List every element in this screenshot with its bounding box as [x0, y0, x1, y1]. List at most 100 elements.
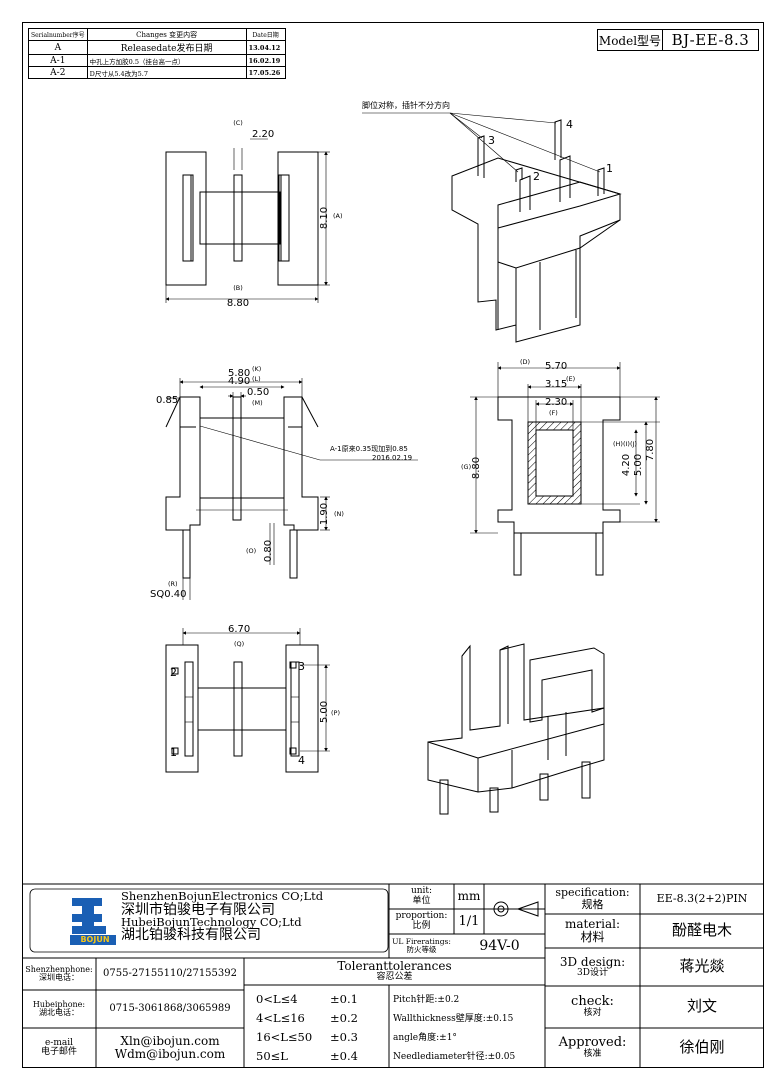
dim-c-label: (C): [233, 119, 243, 127]
approved-label: Approved:: [558, 1035, 627, 1051]
revision-note-line1: A-1原来0.35现加到0.85: [330, 444, 408, 453]
proportion-label: proportion:: [395, 911, 448, 922]
spec-label-cell: specification: 规格: [545, 884, 640, 914]
tolerance-title: Toleranttolerances: [337, 959, 452, 974]
dim-e-value: 3.15: [545, 379, 567, 390]
sz-phone-label-cell: Shenzhenphone: 深圳电话：: [22, 958, 96, 990]
dim-i-value: 5.00: [633, 454, 644, 476]
dim-p-label: (P): [331, 709, 340, 717]
proportion-label-cell: proportion: 比例: [389, 909, 454, 934]
dim-l-value: 4.90: [228, 376, 250, 387]
dim-n-value: 1.90: [319, 503, 330, 525]
fire-value: 94V-0: [479, 937, 520, 954]
tolerance-wall: Wallthickness壁厚度:±0.15: [393, 1014, 514, 1024]
drawing-area: (C) 2.20 8.10 (A) (B) 8.80 脚位对称，插针不分方向 1…: [150, 100, 660, 815]
proportion-label-cn: 比例: [412, 920, 431, 931]
material-label-cell: material: 材料: [545, 914, 640, 948]
dim-a-label: (A): [333, 212, 343, 220]
dim-b-label: (B): [233, 284, 243, 292]
check-label: check:: [571, 994, 614, 1010]
dim-k-value: 5.80: [228, 368, 250, 379]
isometric-view-bottom: [427, 643, 605, 815]
dim-o-value: 0.80: [263, 540, 274, 562]
unit-label: unit:: [410, 886, 433, 897]
company-block: ShenzhenBojunElectronics CO;Ltd 深圳市铂骏电子有…: [121, 889, 324, 943]
bottom-pin-3: 3: [298, 660, 305, 673]
email-label-cn: 电子邮件: [40, 1047, 77, 1057]
section-view: [470, 362, 660, 576]
email-2[interactable]: Wdm@ibojun.com: [114, 1047, 226, 1061]
fire-label: UL Fireratings:: [392, 937, 451, 947]
approved-label-cell: Approved: 核准: [545, 1028, 640, 1068]
dim-f-value: 2.30: [545, 397, 567, 408]
tolerance-ranges: 0<L≤4 4<L≤16 16<L≤50 50≤L: [256, 990, 312, 1066]
sz-phone-label: Shenzhenphone:: [25, 964, 93, 974]
top-view: [165, 138, 330, 303]
material-value: 酚醛电木: [671, 921, 732, 940]
spec-label-cn: 规格: [581, 898, 604, 911]
tolerance-needle: Needlediameter针径:±0.05: [393, 1052, 516, 1062]
dim-e-label: (E): [566, 375, 575, 383]
email-cell: Xln@ibojun.com Wdm@ibojun.com: [96, 1028, 244, 1068]
design-label: 3D design:: [559, 954, 626, 969]
bottom-pin-2: 2: [170, 666, 177, 679]
check-label-cell: check: 核对: [545, 986, 640, 1028]
material-label-cn: 材料: [580, 930, 605, 944]
hb-phone-label-cn: 湖北电话：: [39, 1008, 79, 1017]
dim-left-value: 0.85: [156, 395, 178, 406]
tolerance-range: 0<L≤4: [256, 992, 298, 1006]
tolerance-value: ±0.3: [330, 1030, 358, 1044]
dim-m-value: 0.50: [247, 387, 269, 398]
approved-value: 徐伯刚: [679, 1038, 725, 1057]
pin-note: 脚位对称，插针不分方向: [362, 100, 450, 110]
design-value: 蒋光燚: [679, 957, 725, 976]
check-label-cn: 核对: [583, 1008, 602, 1019]
tolerance-range: 50≤L: [256, 1049, 288, 1063]
logo-text: BOJUN: [80, 935, 110, 944]
revision-row: A-2 D尺寸从5.4改为5.7 17.05.26: [28, 66, 286, 79]
hb-phone-label: Hubeiphone:: [32, 999, 86, 1009]
dim-g-label: (G): [461, 463, 471, 471]
pin-label-4: 4: [566, 118, 573, 131]
company-en-2: HubeiBojunTechnology CO;Ltd: [121, 914, 302, 929]
company-en-1: ShenzhenBojunElectronics CO;Ltd: [121, 889, 324, 903]
revision-row: A Releasedate发布日期 13.04.12: [28, 40, 286, 55]
spec-value: EE-8.3(2+2)PIN: [656, 892, 748, 906]
tolerance-range: 4<L≤16: [256, 1011, 305, 1025]
proportion-value: 1/1: [458, 913, 480, 929]
dim-p-value: 5.00: [319, 701, 330, 723]
tolerance-range: 16<L≤50: [256, 1030, 313, 1044]
dim-l-label: (L): [252, 375, 261, 383]
design-label-cell: 3D design: 3D设计: [545, 948, 640, 986]
fire-label-cn: 防火等级: [406, 945, 437, 954]
model-value: BJ-EE-8.3: [671, 31, 750, 49]
model-label: Model型号: [598, 30, 663, 50]
dim-q-label: (Q): [234, 640, 244, 648]
email-label-cell: e-mail 电子邮件: [22, 1028, 96, 1068]
dim-r-label: (R): [168, 580, 178, 588]
pin-label-3: 3: [488, 134, 495, 147]
dim-a-value: 8.10: [319, 207, 330, 229]
dim-j-value: 7.80: [645, 439, 656, 461]
pin-label-2: 2: [533, 170, 540, 183]
dim-b-value: 8.80: [227, 298, 249, 309]
unit-label-cn: 单位: [412, 895, 431, 906]
tolerance-notes: Pitch针距:±0.2 Wallthickness壁厚度:±0.15 angl…: [393, 991, 515, 1067]
model-box: Model型号 BJ-EE-8.3: [597, 29, 759, 51]
design-label-cn: 3D设计: [577, 967, 608, 978]
dim-hij-label: (H)(I)(J): [613, 440, 637, 448]
revision-note-line2: 2016.02.19: [372, 454, 412, 462]
dim-k-label: (K): [252, 365, 261, 373]
company-cn-2: 湖北铂骏科技有限公司: [121, 927, 261, 943]
dimension-labels: (C) 2.20 8.10 (A) (B) 8.80 脚位对称，插针不分方向 1…: [150, 100, 656, 767]
email-label: e-mail: [44, 1037, 74, 1048]
unit-label-cell: unit: 单位: [389, 884, 454, 909]
email-1[interactable]: Xln@ibojun.com: [120, 1034, 220, 1049]
dim-g-value: 8.80: [471, 457, 482, 479]
tolerance-angle: angle角度:±1°: [393, 1033, 457, 1043]
tolerance-values: ±0.1 ±0.2 ±0.3 ±0.4: [330, 990, 358, 1066]
drawing-sheet-border: [22, 22, 764, 1068]
tolerance-value: ±0.2: [330, 1011, 358, 1025]
hb-phone: 0715-3061868/3065989: [109, 1002, 231, 1014]
